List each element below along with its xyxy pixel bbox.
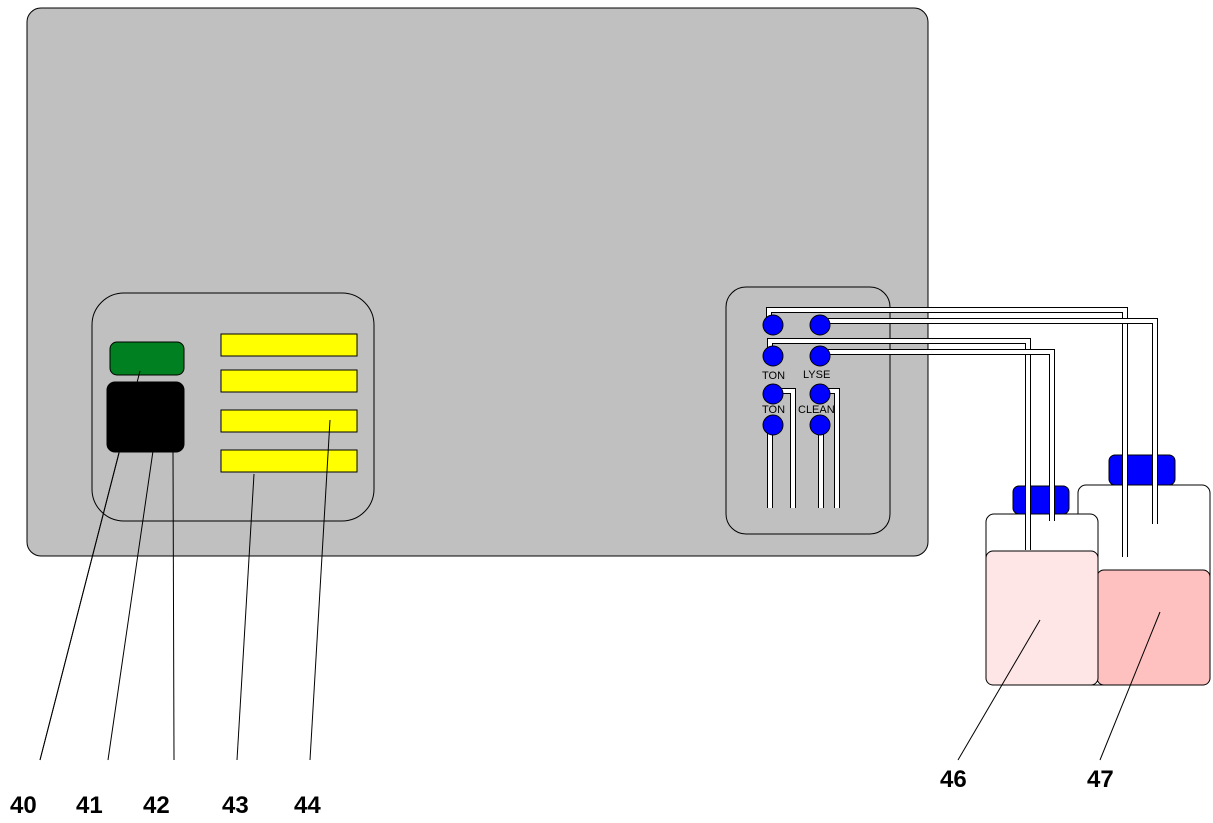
control-panel (91, 292, 375, 522)
bottle-47-cap (1108, 454, 1176, 486)
callout-47: 47 (1087, 766, 1114, 793)
leader-lines (39, 370, 1161, 761)
blue-port-icon (809, 414, 831, 436)
callout-46: 46 (940, 766, 967, 793)
bottle-46-cap (1012, 485, 1070, 515)
callout-43: 43 (222, 792, 249, 819)
blue-port-icon (809, 314, 831, 336)
port-label-lyse: LYSE (803, 369, 830, 381)
callout-44: 44 (294, 792, 321, 819)
blue-port-icon (762, 345, 784, 367)
bottle-46 (985, 485, 1099, 686)
black-display-icon (106, 381, 185, 453)
callout-40: 40 (10, 792, 37, 819)
blue-port-icon (762, 383, 784, 405)
callout-41: 41 (76, 792, 103, 819)
port-panel (725, 286, 891, 535)
bottle-46-liquid (985, 550, 1099, 686)
blue-port-icon (762, 414, 784, 436)
yellow-indicator-bar-icon (220, 449, 358, 473)
callout-42: 42 (143, 792, 170, 819)
blue-port-icon (762, 314, 784, 336)
port-label-ton-upper: TON (762, 370, 785, 382)
blue-port-icon (809, 383, 831, 405)
yellow-indicator-bar-icon (220, 369, 358, 393)
green-led-icon (109, 341, 185, 376)
port-label-ton-lower: TON (762, 404, 785, 416)
port-label-clean: CLEAN (798, 404, 835, 416)
blue-port-icon (809, 345, 831, 367)
yellow-indicator-bar-icon (220, 333, 358, 357)
yellow-indicator-bar-icon (220, 409, 358, 433)
ports (762, 314, 831, 436)
